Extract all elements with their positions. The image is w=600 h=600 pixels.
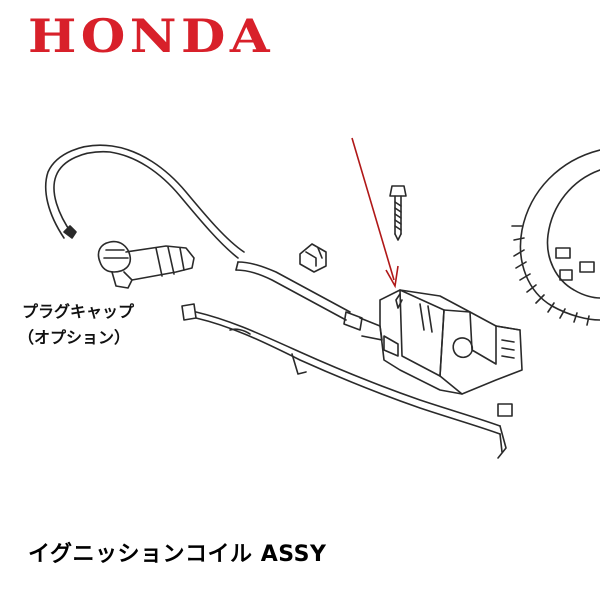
flywheel-outline — [511, 149, 600, 326]
plug-cap-label: プラグキャップ — [22, 302, 135, 321]
plug-cap-option-label: （オプション） — [18, 328, 131, 347]
ignition-coil-body — [235, 261, 523, 395]
bolt — [389, 185, 407, 241]
pointer-arrow-icon — [351, 137, 399, 289]
product-title: イグニッションコイル ASSY — [28, 542, 327, 567]
wire-detail — [229, 328, 251, 335]
spark-plug-cap — [44, 144, 245, 289]
ground-wire — [181, 303, 513, 459]
wire-clip — [299, 243, 327, 273]
honda-logo: HONDA — [28, 10, 274, 62]
honda-logo-text: HONDA — [28, 10, 274, 62]
